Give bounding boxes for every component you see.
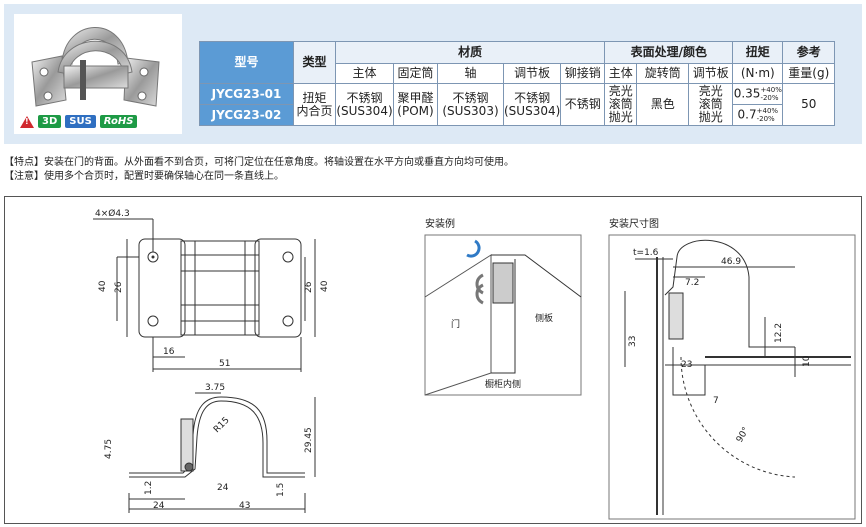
feature-note: 【特点】安装在门的背面。从外面看不到合页，可将门定位在任意角度。将轴设置在水平方… — [4, 157, 514, 168]
dim-90-deg: 90° — [735, 426, 752, 445]
weight-value: 50 — [782, 83, 836, 126]
material-adjust: 不锈钢(SUS304) — [502, 83, 562, 126]
col-body: 主体 — [335, 63, 394, 84]
caution-note: 【注意】使用多个合页时，配置时要确保轴心在同一条直线上。 — [4, 171, 284, 182]
header-model: 型号 — [199, 41, 294, 84]
3d-badge: 3D — [38, 115, 62, 128]
dim-t-1-6: t=1.6 — [633, 248, 659, 258]
header-ref: 参考 — [782, 41, 836, 64]
front-view: 4×Ø4.3 40 26 26 40 16 51 — [93, 208, 330, 372]
dim-43: 43 — [239, 501, 250, 511]
model-02: JYCG23-02 — [199, 104, 294, 126]
dim-29-45: 29.45 — [304, 427, 314, 453]
torque-01: 0.35+40%-20% — [732, 83, 784, 105]
dim-3-75: 3.75 — [205, 383, 225, 393]
technical-drawing: 4×Ø4.3 40 26 26 40 16 51 3.75 R15 4.75 2… — [93, 208, 856, 520]
surface-rotating: 黑色 — [636, 83, 690, 126]
dim-40-right: 40 — [320, 280, 330, 292]
surface-adjust: 亮光滚筒抛光 — [688, 83, 734, 126]
col-fixed-sleeve: 固定筒 — [393, 63, 438, 84]
dim-holes: 4×Ø4.3 — [95, 208, 130, 219]
dim-4-75: 4.75 — [104, 439, 114, 459]
dim-7-2: 7.2 — [685, 278, 699, 288]
material-shaft: 不锈钢(SUS303) — [437, 83, 504, 126]
surface-body: 亮光滚筒抛光 — [604, 83, 638, 126]
dim-26-right: 26 — [304, 281, 314, 293]
dim-23: 23 — [681, 360, 692, 370]
model-01: JYCG23-01 — [199, 83, 294, 105]
col-surface-body: 主体 — [604, 63, 638, 84]
side-view: 3.75 R15 4.75 29.45 1.2 24 24 43 1.5 — [104, 383, 316, 513]
label-cabinet-inside: 橱柜内侧 — [485, 378, 521, 390]
dim-51: 51 — [219, 359, 230, 369]
header-torque: 扭矩 — [732, 41, 784, 64]
example-title: 安装例 — [425, 217, 455, 230]
material-body: 不锈钢(SUS304) — [335, 83, 394, 126]
dim-10: 10 — [802, 355, 812, 367]
drawing-panel: 4×Ø4.3 40 26 26 40 16 51 3.75 R15 4.75 2… — [4, 196, 862, 524]
label-side-panel: 侧板 — [535, 312, 553, 324]
material-fixed: 聚甲醛(POM) — [393, 83, 438, 126]
material-rivet: 不锈钢 — [560, 83, 606, 126]
dim-12-2: 12.2 — [774, 323, 784, 343]
dim-1-5: 1.5 — [276, 483, 286, 497]
dim-40-left: 40 — [98, 280, 108, 292]
install-dimensions: 安装尺寸图 t=1.6 7.2 46.9 33 23 12.2 10 7 90° — [608, 217, 856, 520]
install-example: 安装例 门 侧板 橱柜内侧 — [424, 217, 582, 396]
badge-row: ! 3D SUS RoHS — [20, 115, 138, 128]
dim-7: 7 — [713, 396, 719, 406]
header-type: 类型 — [293, 41, 336, 84]
dim-24-lower: 24 — [153, 501, 165, 511]
dim-16: 16 — [163, 347, 175, 357]
header-material: 材质 — [334, 41, 606, 64]
product-header-panel: ! 3D SUS RoHS 型号 类型 材质 表面处理/颜色 扭矩 参考 主体 … — [4, 4, 862, 144]
col-adjust-plate: 调节板 — [502, 63, 562, 84]
dim-24-upper: 24 — [217, 483, 229, 493]
type-cell: 扭矩内合页 — [293, 83, 336, 126]
col-surface-adjust: 调节板 — [688, 63, 734, 84]
warning-icon: ! — [20, 115, 34, 128]
label-door: 门 — [451, 318, 460, 330]
product-photo: ! 3D SUS RoHS — [14, 14, 182, 134]
spec-table: 型号 类型 材质 表面处理/颜色 扭矩 参考 主体 固定筒 轴 调节板 铆接销 … — [199, 41, 836, 126]
dim-33: 33 — [628, 336, 638, 347]
dim-26-left: 26 — [114, 281, 124, 293]
dim-46-9: 46.9 — [721, 257, 741, 267]
rohs-badge: RoHS — [99, 115, 138, 128]
col-rotating-sleeve: 旋转筒 — [636, 63, 690, 84]
col-shaft: 轴 — [437, 63, 504, 84]
sus-badge: SUS — [65, 115, 96, 128]
dimensions-title: 安装尺寸图 — [609, 217, 659, 230]
header-surface: 表面处理/颜色 — [604, 41, 734, 64]
weight-unit: 重量(g) — [782, 63, 836, 84]
hinge-photo-image — [31, 27, 160, 107]
torque-02: 0.7+40%-20% — [732, 104, 784, 126]
torque-unit: (N·m) — [732, 63, 784, 84]
dim-r15: R15 — [212, 416, 232, 436]
dim-1-2: 1.2 — [144, 481, 154, 495]
col-rivet-pin: 铆接销 — [560, 63, 606, 84]
